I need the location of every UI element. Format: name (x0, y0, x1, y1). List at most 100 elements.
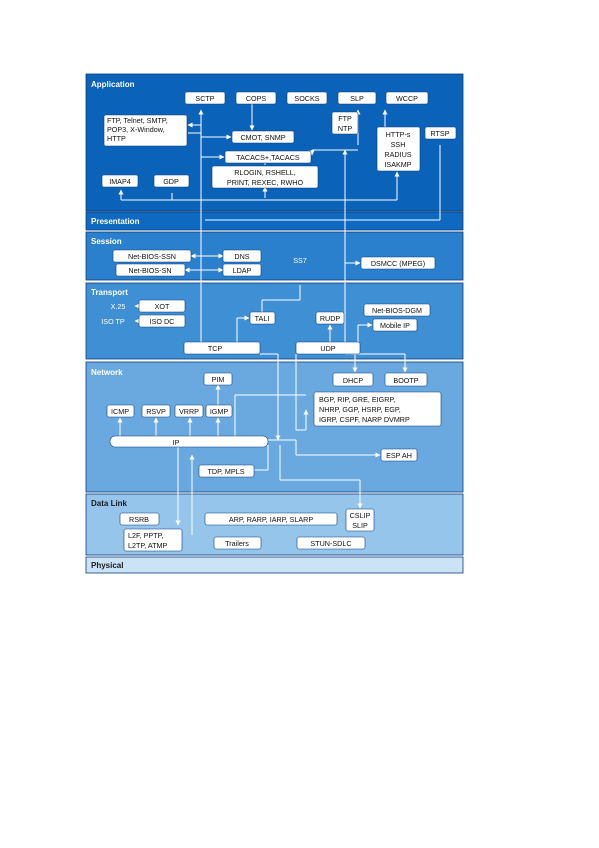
sctp-box (184, 91, 226, 105)
ip-bar (109, 435, 269, 448)
netbios-sn-box (115, 263, 186, 277)
transport-protocols: X.25 XOT ISO TP ISO DC TALI RUDP Net-BIO… (101, 299, 431, 355)
ftp-group-line-1: FTP, Telnet, SMTP, (107, 116, 168, 125)
pim-box (203, 372, 233, 386)
ldap-box (222, 263, 262, 277)
netbios-sn-label: Net-BIOS-SN (128, 266, 171, 275)
arp-group-label: ARP, RARP, IARP, SLARP (229, 515, 313, 524)
gdp-label: GDP (163, 177, 179, 186)
dsmcc-label: DSMCC (MPEG) (371, 259, 425, 268)
esp-ah-box (380, 448, 418, 462)
gdp-box (153, 174, 190, 188)
vrrp-label: VRRP (179, 407, 199, 416)
wccp-label: WCCP (396, 94, 418, 103)
https-group-line-3: RADIUS (384, 150, 411, 159)
band-physical (85, 556, 464, 574)
ftp-group-box (103, 114, 188, 147)
layer-title-presentation: Presentation (91, 217, 140, 226)
socks-label: SOCKS (294, 94, 319, 103)
dhcp-label: DHCP (343, 376, 364, 385)
bootp-box (384, 372, 428, 387)
layer-title-physical: Physical (91, 561, 123, 570)
esp-ah-label: ESP AH (386, 451, 412, 460)
vrrp-box (174, 404, 204, 418)
cops-box (235, 91, 277, 105)
slp-box (337, 91, 377, 105)
netbios-dgm-label: Net-BIOS-DGM (372, 306, 422, 315)
tacacs-box (224, 150, 312, 164)
datalink-protocols: RSRB ARP, RARP, IARP, SLARP CSLIP SLIP L… (119, 508, 375, 552)
https-group-line-1: HTTP-s (386, 130, 411, 139)
ftp-group-line-3: HTTP (107, 134, 126, 143)
rlogin-group-line-1: RLOGIN, RSHELL, (234, 168, 296, 177)
igmp-box (205, 404, 233, 418)
session-protocols: Net-BIOS-SSN DNS Net-BIOS-SN LDAP SS7 DS… (112, 249, 436, 277)
network-protocols: DHCP BOOTP PIM ICMP RSVP VRRP IGMP BGP, … (106, 372, 442, 478)
cslip-slip-box (345, 508, 375, 532)
dsmcc-box (360, 256, 436, 270)
rsrb-label: RSRB (129, 515, 149, 524)
routing-group-box (313, 391, 442, 427)
xot-label: XOT (155, 302, 170, 311)
iso-dc-label: ISO DC (150, 317, 175, 326)
arp-group-box (204, 512, 338, 526)
layer-title-transport: Transport (91, 288, 128, 297)
stun-sdlc-label: STUN-SDLC (310, 539, 351, 548)
stun-sdlc-box (296, 536, 366, 550)
rsrb-box (119, 512, 160, 526)
tcp-bar (183, 341, 261, 355)
iso-dc-box (138, 314, 186, 328)
udp-label: UDP (320, 344, 335, 353)
ftp-ntp-line-2: NTP (338, 124, 353, 133)
routing-group-line-1: BGP, RIP, GRE, EIGRP, (319, 395, 395, 404)
ip-label: IP (173, 438, 180, 447)
rtsp-box (424, 126, 457, 140)
bootp-label: BOOTP (393, 376, 418, 385)
imap4-label: IMAP4 (109, 177, 131, 186)
iso-tp-label: ISO TP (101, 317, 125, 326)
ftp-ntp-box (331, 111, 359, 135)
ldap-label: LDAP (233, 266, 252, 275)
tdp-mpls-label: TDP, MPLS (207, 467, 244, 476)
rlogin-group-box (211, 165, 319, 189)
tali-box (249, 311, 276, 325)
dns-label: DNS (234, 252, 249, 261)
xot-box (138, 299, 186, 313)
band-presentation (85, 211, 464, 231)
l2tp-group-line-2: L2TP, ATMP (128, 541, 167, 550)
tali-label: TALI (255, 314, 270, 323)
layer-title-application: Application (91, 80, 135, 89)
routing-group-line-2: NHRP, GGP, HSRP, EGP, (319, 405, 401, 414)
imap4-box (101, 174, 139, 188)
cslip-slip-line-2: SLIP (352, 521, 368, 530)
ftp-group-line-2: POP3, X-Window, (107, 125, 165, 134)
https-group-box (376, 126, 421, 172)
igmp-label: IGMP (210, 407, 229, 416)
icmp-box (106, 404, 135, 418)
layer-title-session: Session (91, 237, 122, 246)
trailers-label: Trailers (225, 539, 249, 548)
application-protocols: SCTP COPS SOCKS SLP WCCP FTP, Telnet, SM… (101, 91, 457, 189)
ftp-ntp-line-1: FTP (338, 114, 352, 123)
layer-title-network: Network (91, 368, 123, 377)
dns-box (222, 249, 262, 263)
https-group-line-4: ISAKMP (384, 160, 411, 169)
netbios-ssn-label: Net-BIOS-SSN (128, 252, 176, 261)
dhcp-box (332, 372, 374, 387)
rudp-box (315, 311, 345, 325)
tcp-label: TCP (208, 344, 223, 353)
mobile-ip-label: Mobile IP (380, 321, 410, 330)
rudp-label: RUDP (320, 314, 341, 323)
x25-label: X.25 (111, 302, 126, 311)
routing-group-line-3: IGRP, CSPF, NARP DVMRP (319, 415, 410, 424)
rtsp-label: RTSP (430, 129, 449, 138)
cslip-slip-line-1: CSLIP (350, 511, 371, 520)
mobile-ip-box (372, 318, 418, 332)
wccp-box (385, 91, 429, 105)
tacacs-label: TACACS+,TACACS (236, 153, 300, 162)
rsvp-box (141, 404, 171, 418)
trailers-box (213, 536, 262, 550)
rsvp-label: RSVP (146, 407, 166, 416)
netbios-dgm-box (363, 303, 431, 317)
